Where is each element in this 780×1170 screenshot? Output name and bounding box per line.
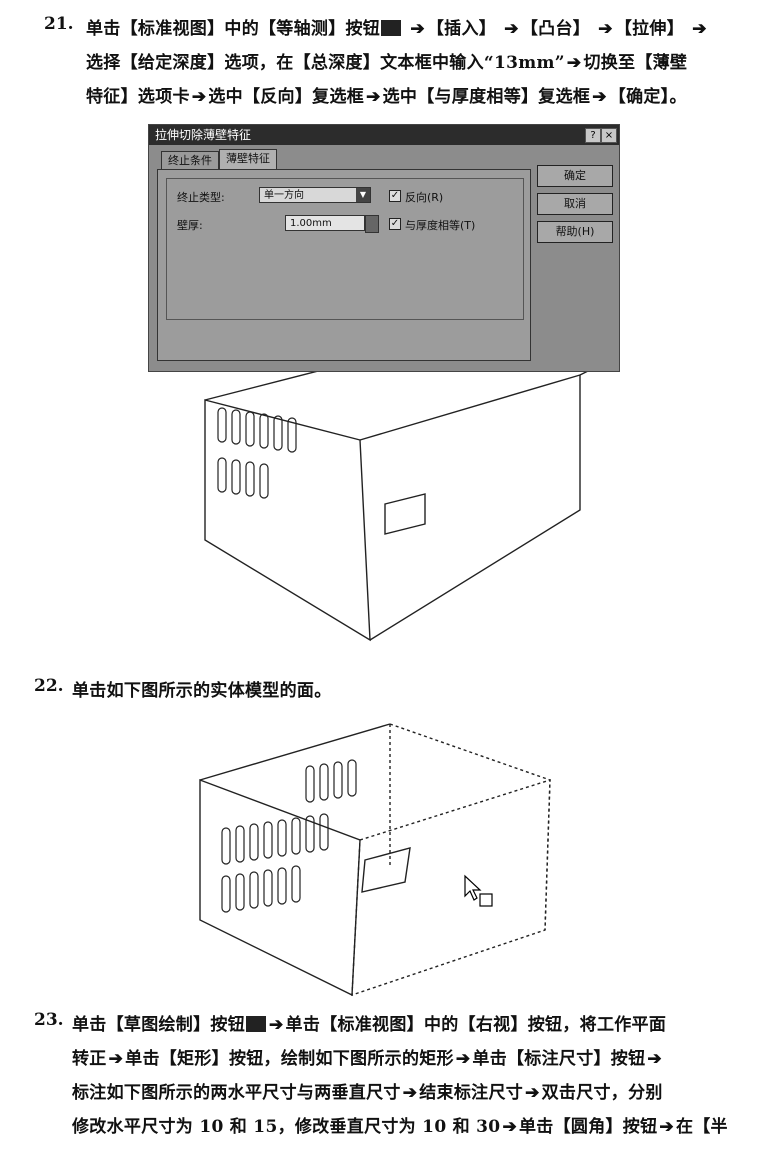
step-21-line-2: 选择【给定深度】选项，在【总深度】文本框中输入“13mm”➔切换至【薄壁 (86, 53, 688, 73)
step-21-line-1: 单击【标准视图】中的【等轴测】按钮 ➔【插入】 ➔【凸台】 ➔【拉伸】 ➔ (86, 19, 707, 39)
model-back-edges (389, 723, 551, 931)
close-icon[interactable]: × (601, 128, 617, 143)
equal-thickness-checkbox[interactable]: ✓ (389, 218, 401, 230)
model-figure-2 (199, 723, 551, 997)
arrow-icon: ➔ (659, 1117, 674, 1137)
arrow-icon: ➔ (504, 19, 519, 39)
thickness-spinner[interactable] (365, 215, 379, 233)
step-number: 21. (44, 14, 74, 34)
arrow-icon: ➔ (502, 1117, 517, 1137)
step-23-line-3: 标注如下图所示的两水平尺寸与两垂直尺寸➔结束标注尺寸➔双击尺寸，分别 (72, 1083, 663, 1103)
arrow-icon: ➔ (598, 19, 613, 39)
arrow-icon: ➔ (592, 87, 607, 107)
step-22-text: 单击如下图所示的实体模型的面。 (72, 681, 332, 701)
arrow-icon: ➔ (692, 19, 707, 39)
extrude-cut-thin-feature-dialog: 拉伸切除薄壁特征 ? × 终止条件 薄壁特征 终止类型: 单一方向 ▼ ✓ 反向… (148, 124, 620, 372)
arrow-icon: ➔ (191, 87, 207, 107)
reverse-label: 反向(R) (405, 191, 444, 204)
arrow-icon: ➔ (366, 87, 381, 107)
step-23-line-4: 修改水平尺寸为 10 和 15，修改垂直尺寸为 10 和 30➔单击【圆角】按钮… (72, 1117, 728, 1137)
model-right-panel (359, 374, 581, 641)
arrow-icon: ➔ (647, 1049, 662, 1069)
arrow-icon: ➔ (269, 1015, 284, 1035)
help-button[interactable]: 帮助(H) (537, 221, 613, 243)
cancel-button[interactable]: 取消 (537, 193, 613, 215)
cursor-icon (464, 874, 493, 907)
chevron-down-icon: ▼ (356, 188, 370, 202)
model-slots (217, 407, 297, 499)
ok-button[interactable]: 确定 (537, 165, 613, 187)
tab-thin-feature[interactable]: 薄壁特征 (219, 149, 277, 170)
arrow-icon: ➔ (566, 53, 582, 73)
step-number: 23. (34, 1010, 64, 1030)
equal-thickness-label: 与厚度相等(T) (405, 219, 476, 232)
step-number: 22. (34, 676, 64, 696)
model-left-face (199, 778, 361, 997)
model-selected-face (351, 779, 551, 996)
sketch-button-icon (246, 1016, 266, 1032)
tab-end-condition[interactable]: 终止条件 (161, 151, 219, 170)
thin-feature-panel: 终止类型: 单一方向 ▼ ✓ 反向(R) 壁厚: 1.00mm ✓ 与厚度相等(… (157, 169, 531, 361)
arrow-icon: ➔ (402, 1083, 418, 1103)
arrow-icon: ➔ (410, 19, 425, 39)
end-type-label: 终止类型: (177, 191, 225, 204)
arrow-icon: ➔ (108, 1049, 124, 1069)
reverse-checkbox[interactable]: ✓ (389, 190, 401, 202)
help-icon[interactable]: ? (585, 128, 601, 143)
isometric-button-icon (381, 20, 402, 36)
arrow-icon: ➔ (525, 1083, 540, 1103)
step-23-line-1: 单击【草图绘制】按钮➔单击【标准视图】中的【右视】按钮，将工作平面 (72, 1015, 667, 1035)
thickness-input[interactable]: 1.00mm (285, 215, 365, 231)
step-21-line-3: 特征】选项卡➔选中【反向】复选框➔选中【与厚度相等】复选框➔【确定】。 (86, 87, 687, 107)
dialog-title: 拉伸切除薄壁特征 (149, 125, 619, 145)
model-slots-2 (221, 759, 357, 913)
model-figure-1 (204, 349, 601, 642)
end-type-select[interactable]: 单一方向 ▼ (259, 187, 371, 203)
arrow-icon: ➔ (455, 1049, 471, 1069)
thickness-label: 壁厚: (177, 219, 203, 232)
step-23-line-2: 转正➔单击【矩形】按钮，绘制如下图所示的矩形➔单击【标注尺寸】按钮➔ (72, 1049, 662, 1069)
